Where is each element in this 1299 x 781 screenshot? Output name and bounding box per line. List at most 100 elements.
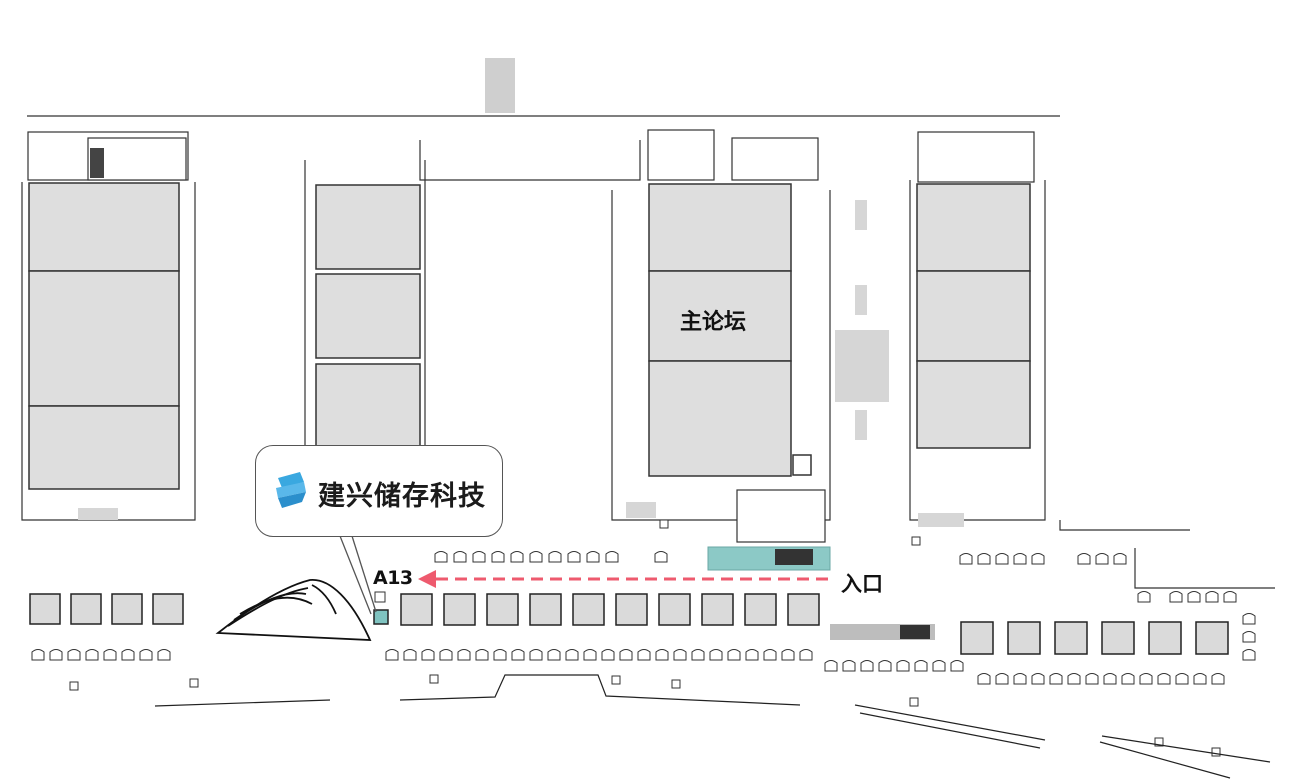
- seat: [439, 649, 453, 661]
- seat: [1113, 553, 1127, 565]
- seat: [745, 649, 759, 661]
- marker-square: [659, 519, 669, 529]
- seat: [453, 551, 467, 563]
- hall-right-3: [916, 360, 1031, 449]
- seat: [977, 553, 991, 565]
- hall-left-2: [28, 270, 180, 407]
- seat: [583, 649, 597, 661]
- seat: [457, 649, 471, 661]
- booth: [1054, 621, 1088, 655]
- marker-square: [1154, 737, 1164, 747]
- booth: [111, 593, 143, 625]
- callout-pointer: [339, 535, 377, 615]
- seat: [959, 553, 973, 565]
- exhibition-halls: [28, 182, 1031, 490]
- seat: [1031, 553, 1045, 565]
- seat: [1157, 673, 1171, 685]
- seat: [1139, 673, 1153, 685]
- seat: [1193, 673, 1207, 685]
- seat: [510, 551, 524, 563]
- seat: [139, 649, 153, 661]
- seat: [878, 660, 892, 672]
- seat: [529, 649, 543, 661]
- booth: [152, 593, 184, 625]
- seat: [1013, 553, 1027, 565]
- seat: [1067, 673, 1081, 685]
- seat: [547, 649, 561, 661]
- seat: [896, 660, 910, 672]
- seat: [932, 660, 946, 672]
- company-name: 建兴储存科技: [318, 481, 486, 512]
- seat: [727, 649, 741, 661]
- seat: [691, 649, 705, 661]
- seat: [491, 551, 505, 563]
- outer-road: [154, 674, 1271, 779]
- seat: [586, 551, 600, 563]
- seat: [709, 649, 723, 661]
- booth: [486, 593, 519, 626]
- seat: [385, 649, 399, 661]
- booth: [615, 593, 648, 626]
- seat: [157, 649, 171, 661]
- hall-right-2: [916, 270, 1031, 362]
- seat: [1121, 673, 1135, 685]
- seat: [493, 649, 507, 661]
- stacked-wave-logo-icon: [276, 472, 306, 508]
- seat: [67, 649, 81, 661]
- booth: [572, 593, 605, 626]
- marker-square: [189, 678, 199, 688]
- seat: [860, 660, 874, 672]
- hall-mid-1: [315, 184, 421, 270]
- seat: [434, 551, 448, 563]
- seat: [1175, 673, 1189, 685]
- hall-left-3: [28, 405, 180, 490]
- hall-left-1: [28, 182, 180, 272]
- seat: [1211, 673, 1225, 685]
- seat: [619, 649, 633, 661]
- booth: [701, 593, 734, 626]
- booth: [1007, 621, 1041, 655]
- booth: [960, 621, 994, 655]
- seat: [1013, 673, 1027, 685]
- booth: [70, 593, 102, 625]
- marker-square: [911, 536, 921, 546]
- marker-square: [1211, 747, 1221, 757]
- hall-mid-2: [315, 273, 421, 359]
- main-forum-label: 主论坛: [680, 310, 747, 335]
- seat: [1103, 673, 1117, 685]
- seat: [1031, 673, 1045, 685]
- marker-square: [611, 675, 621, 685]
- seat: [529, 551, 543, 563]
- seat: [1205, 591, 1219, 603]
- stair-sculpture: [215, 579, 372, 641]
- booth: [400, 593, 433, 626]
- booth: [529, 593, 562, 626]
- seat: [565, 649, 579, 661]
- seat: [31, 649, 45, 661]
- seat: [1169, 591, 1183, 603]
- seat: [781, 649, 795, 661]
- seat: [601, 649, 615, 661]
- seat: [475, 649, 489, 661]
- seat: [995, 553, 1009, 565]
- seat: [637, 649, 651, 661]
- seat: [842, 660, 856, 672]
- hall-mid-3: [315, 363, 421, 449]
- seat: [511, 649, 525, 661]
- seat: [799, 649, 813, 661]
- seat: [1223, 591, 1237, 603]
- table-seating: [31, 519, 1256, 757]
- left-arrow-icon: [418, 570, 436, 588]
- seat: [121, 649, 135, 661]
- seat: [605, 551, 619, 563]
- seat: [403, 649, 417, 661]
- hall-main-forum-2: [648, 270, 792, 362]
- entrance-arrow: [418, 570, 828, 588]
- seat: [103, 649, 117, 661]
- seat: [763, 649, 777, 661]
- hall-main-forum-1: [648, 183, 792, 272]
- booth-a13[interactable]: [373, 609, 389, 625]
- seat: [548, 551, 562, 563]
- corridor-markers: [78, 200, 964, 640]
- company-callout: 建兴储存科技: [255, 445, 503, 537]
